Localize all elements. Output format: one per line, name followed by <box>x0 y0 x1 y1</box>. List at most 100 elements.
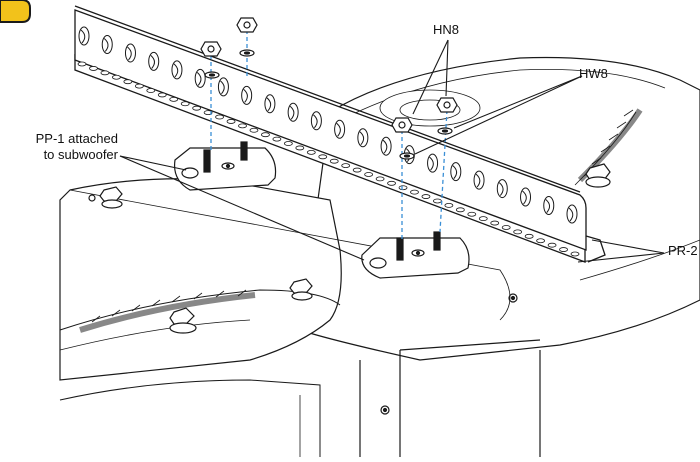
hw8-washers <box>204 49 453 160</box>
flange-hole <box>261 132 270 138</box>
flange-hole <box>433 198 442 204</box>
hw8-label: HW8 <box>579 66 608 81</box>
rail-hole <box>427 153 439 173</box>
rail-hole <box>473 170 485 190</box>
hex-nut-3 <box>391 117 413 133</box>
rail-hole <box>264 94 276 114</box>
pp1-label-line2: to subwoofer <box>43 147 118 162</box>
flange-hole <box>536 238 546 244</box>
rail-hole-shade <box>243 88 248 103</box>
rail-hole-shade <box>475 173 481 188</box>
rail-hole <box>520 187 532 207</box>
pr2-label: PR-2 <box>668 243 698 258</box>
flange-hole <box>157 92 167 98</box>
flange-hole <box>203 110 213 116</box>
flange-hole <box>410 189 419 195</box>
flange-hole <box>77 61 87 67</box>
flange-hole <box>364 172 374 177</box>
rail-hole-shade <box>429 156 434 171</box>
rail-hole-shade <box>220 80 225 95</box>
flange-hole <box>341 163 351 169</box>
flange-hole <box>490 220 500 226</box>
pp1-label: PP-1 attached to subwoofer <box>8 131 118 163</box>
leader-lines <box>119 39 665 263</box>
flange-hole <box>192 105 202 111</box>
rail-hole-shade <box>150 55 155 69</box>
rail-hole <box>148 51 160 71</box>
flange-hole <box>169 96 179 102</box>
flange-hole <box>249 127 259 133</box>
flange-hole <box>100 70 110 76</box>
rail-hole <box>124 43 136 63</box>
rail-hole <box>101 34 113 54</box>
pr2-flange-holes <box>77 61 580 257</box>
flange-hole <box>226 119 236 124</box>
flange-hole <box>123 79 133 85</box>
rail-hole-shade <box>173 63 179 78</box>
rail-hole-shade <box>359 131 365 146</box>
flange-hole <box>524 233 534 239</box>
flange-hole <box>398 185 408 191</box>
flange-hole <box>89 66 98 71</box>
hex-nut-1 <box>236 17 258 33</box>
pp1-label-line1: PP-1 attached <box>35 131 118 146</box>
rail-hole-shade <box>452 165 458 179</box>
hn8-label: HN8 <box>433 22 460 37</box>
flange-hole <box>295 145 305 151</box>
rail-hole <box>310 111 322 131</box>
rail-hole-shade <box>80 29 86 44</box>
hex-nut-4 <box>436 97 458 113</box>
flange-hole <box>272 136 282 142</box>
rail-hole <box>450 162 462 182</box>
flange-hole <box>455 207 465 213</box>
rail-hole-shade <box>289 105 295 120</box>
flange-hole <box>559 247 568 252</box>
rail-hole <box>543 196 555 216</box>
flange-hole <box>318 154 328 160</box>
flange-hole <box>111 74 121 80</box>
rail-hole-shade <box>266 97 272 112</box>
rail-hole-shade <box>103 38 109 52</box>
flange-hole <box>352 167 362 173</box>
pr2-holes <box>78 26 578 224</box>
left-subwoofer <box>59 178 511 457</box>
flange-hole <box>283 141 293 146</box>
flange-hole <box>547 242 557 248</box>
step-badge <box>0 0 31 23</box>
rail-hole <box>287 102 299 122</box>
rail-hole-shade <box>127 46 132 61</box>
rail-hole-shade <box>545 199 551 213</box>
flange-hole <box>467 211 477 217</box>
flange-hole <box>570 251 580 257</box>
rail-hole <box>241 85 253 105</box>
flange-hole <box>134 83 144 89</box>
flange-hole <box>387 180 396 186</box>
flange-hole <box>513 229 523 235</box>
rail-hole-shade <box>196 72 202 86</box>
pp1-plate-right <box>361 231 470 279</box>
rail-hole <box>171 60 183 80</box>
hn8-nuts <box>200 17 458 133</box>
flange-hole <box>478 216 488 222</box>
flange-hole <box>329 158 339 164</box>
flange-hole <box>501 225 511 230</box>
rail-hole <box>566 204 578 224</box>
hex-nut-2 <box>200 41 222 57</box>
rail-hole <box>380 136 392 156</box>
flange-hole <box>146 88 156 93</box>
rail-hole-shade <box>382 139 388 154</box>
flange-hole <box>375 176 385 182</box>
rail-hole-shade <box>522 190 527 205</box>
flange-hole <box>215 114 224 120</box>
flange-hole <box>444 202 454 208</box>
rail-hole-shade <box>498 182 504 196</box>
rail-hole <box>357 128 369 148</box>
rail-hole <box>217 77 229 97</box>
rail-hole-shade <box>336 122 341 137</box>
flange-hole <box>238 123 247 129</box>
rail-hole <box>194 68 206 88</box>
flange-hole <box>306 149 316 155</box>
rail-hole-shade <box>313 114 318 129</box>
rail-hole <box>334 119 346 139</box>
